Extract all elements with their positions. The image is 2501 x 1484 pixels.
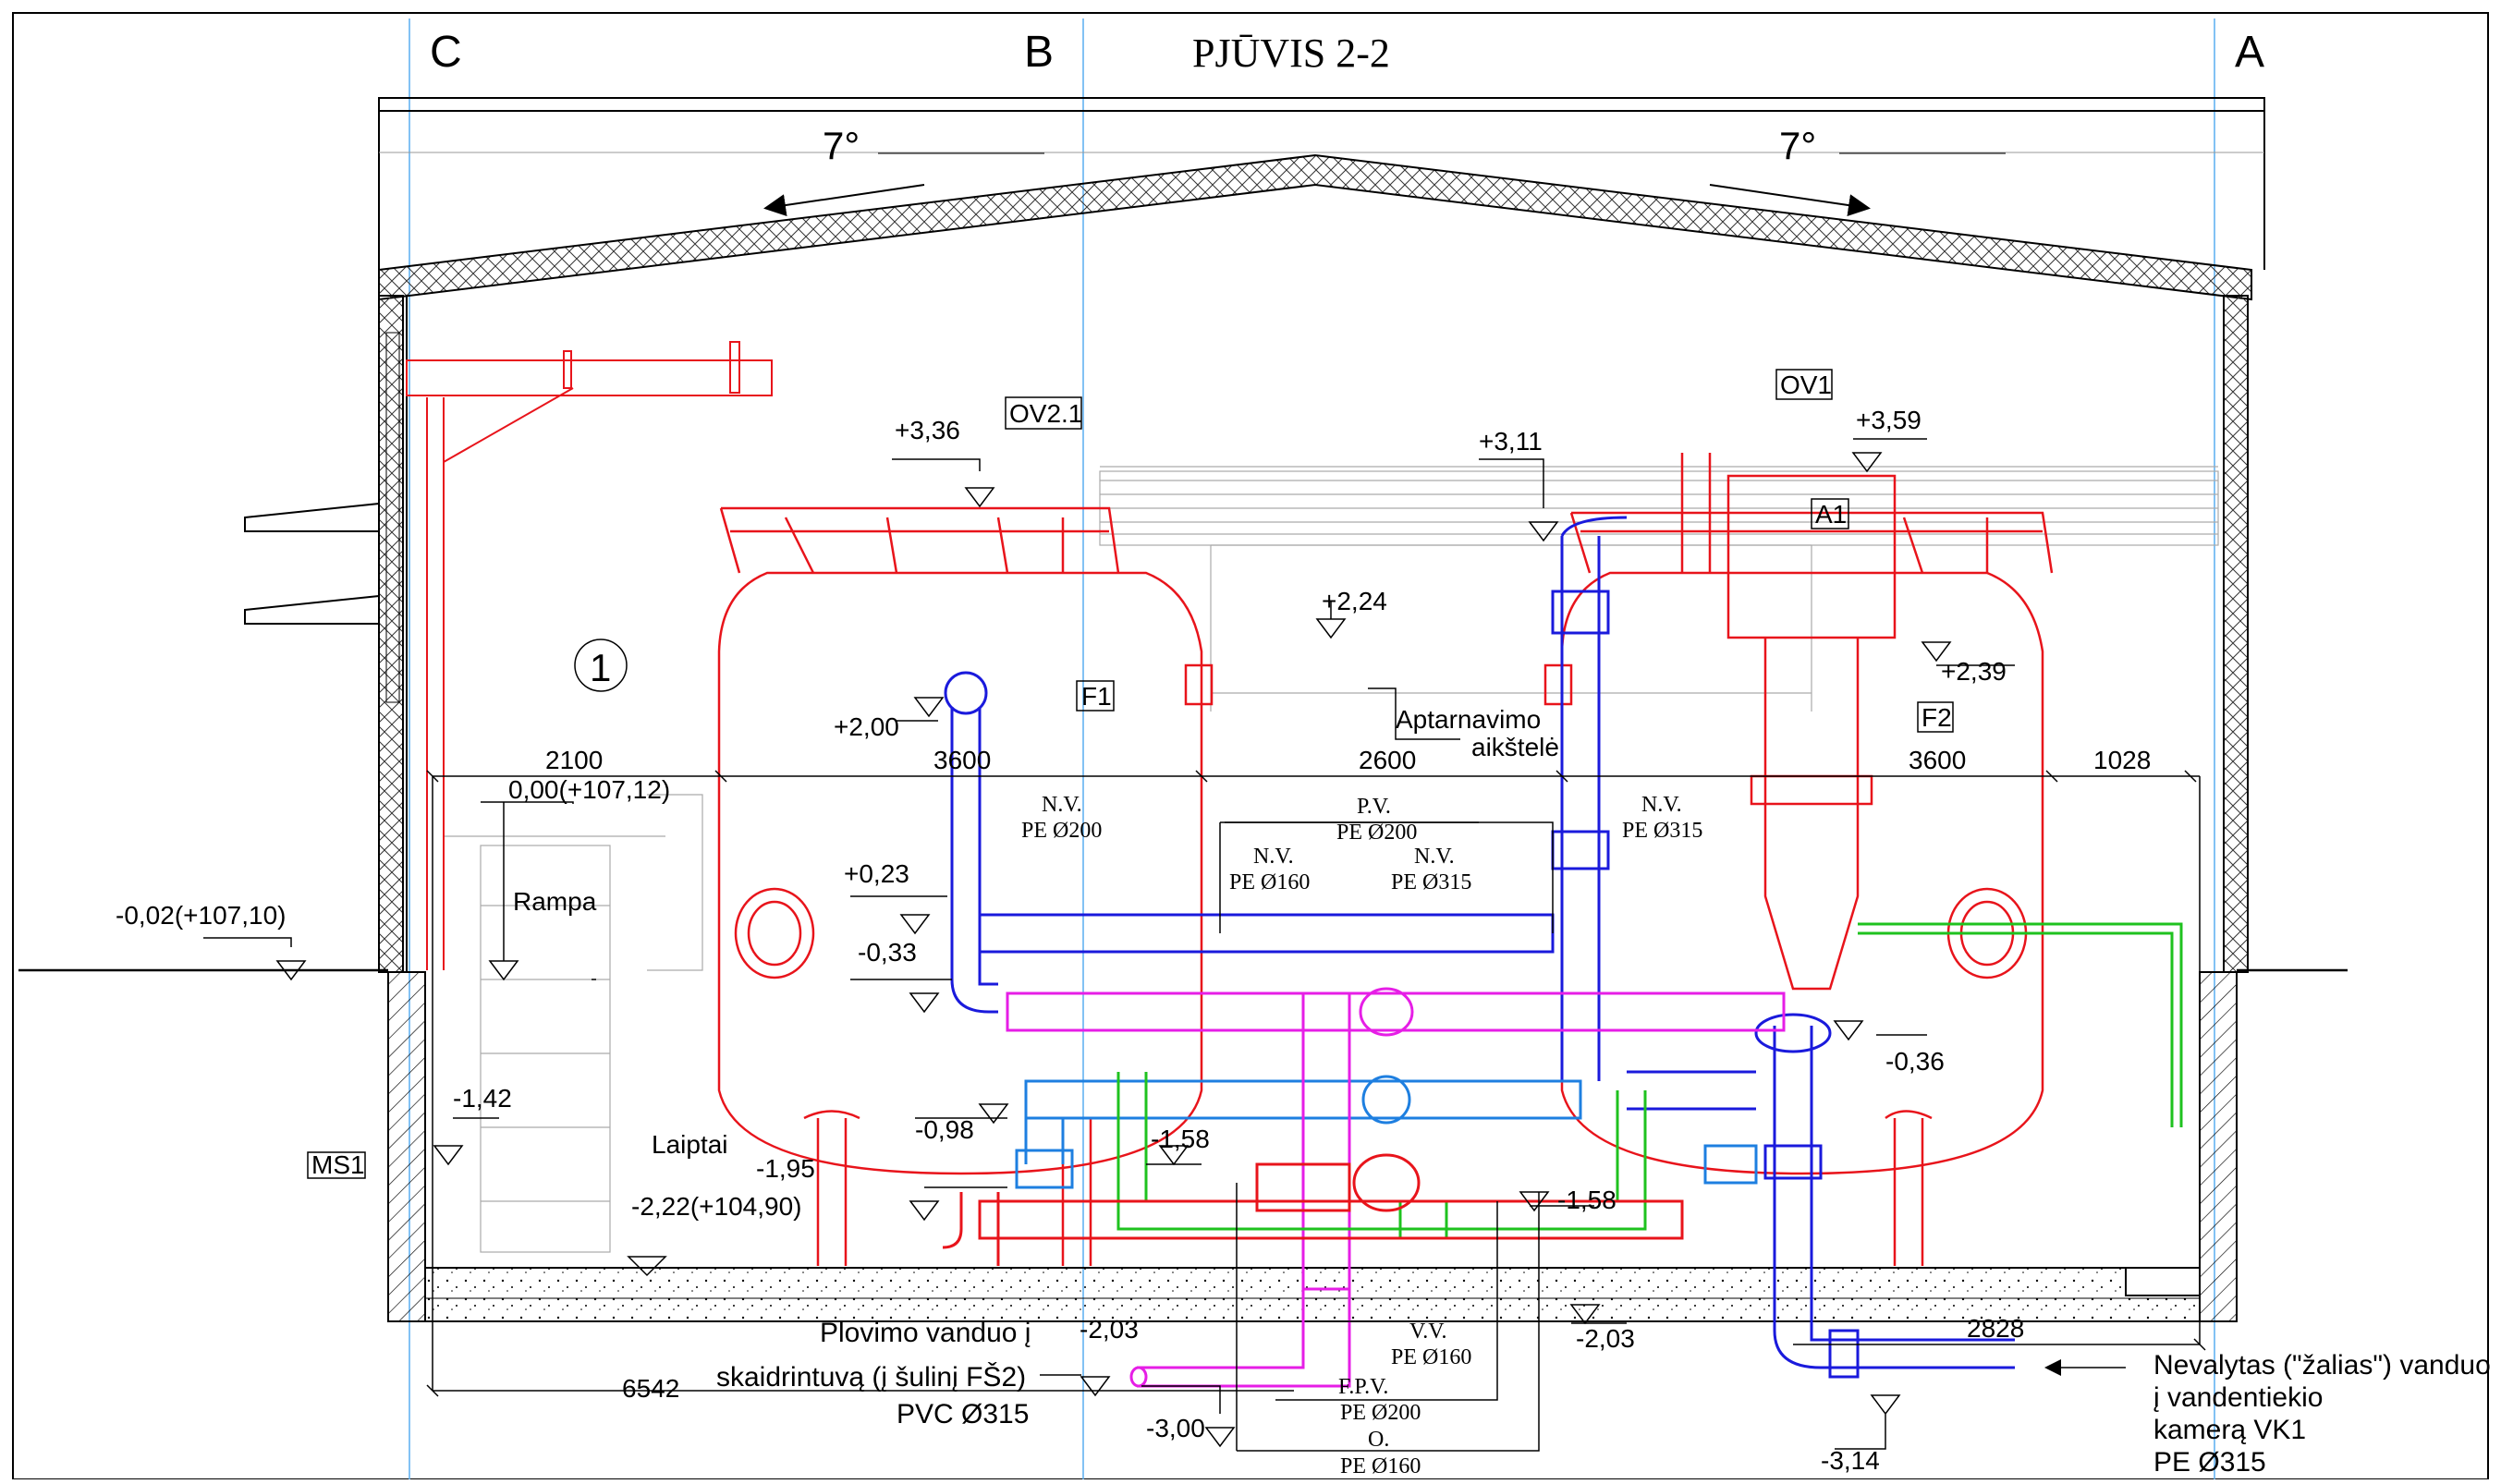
pipe-nv4-diam: PE Ø315 [1622, 819, 1702, 843]
tag-f1: F1 [1081, 682, 1112, 711]
vessel-f2 [1560, 571, 2044, 1175]
label-nevalytas-1: Nevalytas ("žalias") vanduo [2153, 1350, 2491, 1381]
level-224: +2,24 [1322, 587, 1387, 615]
level-000: 0,00(+107,12) [508, 775, 670, 804]
pipe-nv2-diam: PE Ø160 [1229, 870, 1310, 894]
dim-2600: 2600 [1359, 746, 1416, 774]
dim-3600-left: 3600 [933, 746, 991, 774]
pipes-blue [944, 516, 2015, 1379]
label-aikstele: aikštelė [1471, 733, 1559, 761]
level-142: -1,42 [453, 1084, 512, 1113]
dim-1028: 1028 [2093, 746, 2151, 774]
level-leaders [203, 438, 2015, 1452]
pipe-nv3: N.V. [1414, 845, 1455, 869]
pipes-red [942, 1153, 1684, 1266]
level-033: -0,33 [858, 938, 917, 967]
label-aptarnavimo: Aptarnavimo [1396, 705, 1541, 734]
pipe-vv: V.V. [1409, 1320, 1446, 1344]
slope-arrows [763, 152, 2006, 216]
tag-a1: A1 [1815, 500, 1847, 529]
level-203b: -2,03 [1576, 1324, 1635, 1353]
label-rampa: Rampa [513, 887, 597, 916]
background-structure [444, 466, 2219, 1253]
pipe-nv1-diam: PE Ø200 [1021, 819, 1102, 843]
tank-a1 [1680, 453, 1897, 991]
pipe-nv2: N.V. [1253, 845, 1294, 869]
crane [406, 341, 773, 970]
pipe-fpv-diam: PE Ø200 [1340, 1401, 1421, 1425]
dim-2828: 2828 [1967, 1314, 2024, 1343]
vessel-f1 [717, 571, 1203, 1175]
pipe-nv4: N.V. [1641, 793, 1682, 817]
level-336: +3,36 [895, 416, 960, 444]
level-158b: -1,58 [1557, 1186, 1616, 1214]
label-plovimo-2: skaidrintuvą (į šulinį FŠ2) [716, 1361, 1026, 1393]
level-222: -2,22(+104,90) [631, 1192, 801, 1221]
level-314: -3,14 [1821, 1446, 1880, 1475]
level-002: -0,02(+107,10) [116, 901, 286, 930]
level-195: -1,95 [756, 1154, 815, 1183]
label-plovimo-3: PVC Ø315 [897, 1399, 1029, 1429]
level-200: +2,00 [834, 712, 899, 741]
basement [18, 968, 2348, 1322]
level-203a: -2,03 [1080, 1315, 1139, 1344]
roof-slope-right: 7° [1779, 124, 1816, 167]
pipe-pv-diam: PE Ø200 [1336, 821, 1417, 845]
label-nevalytas-4: PE Ø315 [2153, 1447, 2266, 1478]
pipe-pv: P.V. [1357, 795, 1391, 819]
label-plovimo-1: Plovimo vanduo į [820, 1318, 1031, 1348]
label-nevalytas-2: į vandentiekio [2153, 1382, 2323, 1413]
equipment-tag-boxes [307, 369, 1954, 1179]
walls [244, 295, 2249, 973]
dimension-line-top [426, 770, 2206, 1397]
section-title: PJŪVIS 2-2 [1192, 30, 1390, 76]
tag-ms1: MS1 [311, 1150, 365, 1179]
pipe-nv3-diam: PE Ø315 [1391, 870, 1471, 894]
pipe-vv-diam: PE Ø160 [1391, 1345, 1471, 1369]
tag-f2: F2 [1922, 703, 1952, 732]
level-359: +3,59 [1856, 406, 1922, 434]
pipe-labels: N.V. PE Ø200 P.V. PE Ø200 N.V. PE Ø160 N… [1021, 793, 1702, 1478]
tag-ov1: OV1 [1780, 371, 1832, 399]
level-311: +3,11 [1479, 427, 1543, 456]
level-023: +0,23 [844, 859, 909, 888]
level-300: -3,00 [1146, 1414, 1205, 1442]
dim-2100: 2100 [545, 746, 603, 774]
label-nevalytas-3: kamerą VK1 [2153, 1415, 2306, 1445]
dim-3600-right: 3600 [1909, 746, 1966, 774]
axis-label-a: A [2235, 28, 2264, 77]
roof [378, 97, 2265, 301]
pipe-o-diam: PE Ø160 [1340, 1454, 1421, 1478]
level-098: -0,98 [915, 1115, 974, 1144]
level-036: -0,36 [1885, 1047, 1945, 1076]
pipe-o: O. [1368, 1428, 1389, 1452]
tag-ov21: OV2.1 [1009, 399, 1082, 428]
level-239: +2,39 [1941, 657, 2007, 686]
axis-label-b: B [1024, 28, 1054, 77]
roof-slope-left: 7° [823, 124, 860, 167]
axis-label-c: C [430, 28, 462, 77]
level-158a: -1,58 [1151, 1125, 1210, 1153]
pipe-nv1: N.V. [1042, 793, 1082, 817]
label-laiptai: Laiptai [652, 1130, 728, 1159]
filter-vessels [717, 506, 2054, 1266]
pipe-fpv: F.P.V. [1338, 1375, 1388, 1399]
dim-6542: 6542 [622, 1374, 679, 1403]
room-number: 1 [590, 646, 611, 689]
